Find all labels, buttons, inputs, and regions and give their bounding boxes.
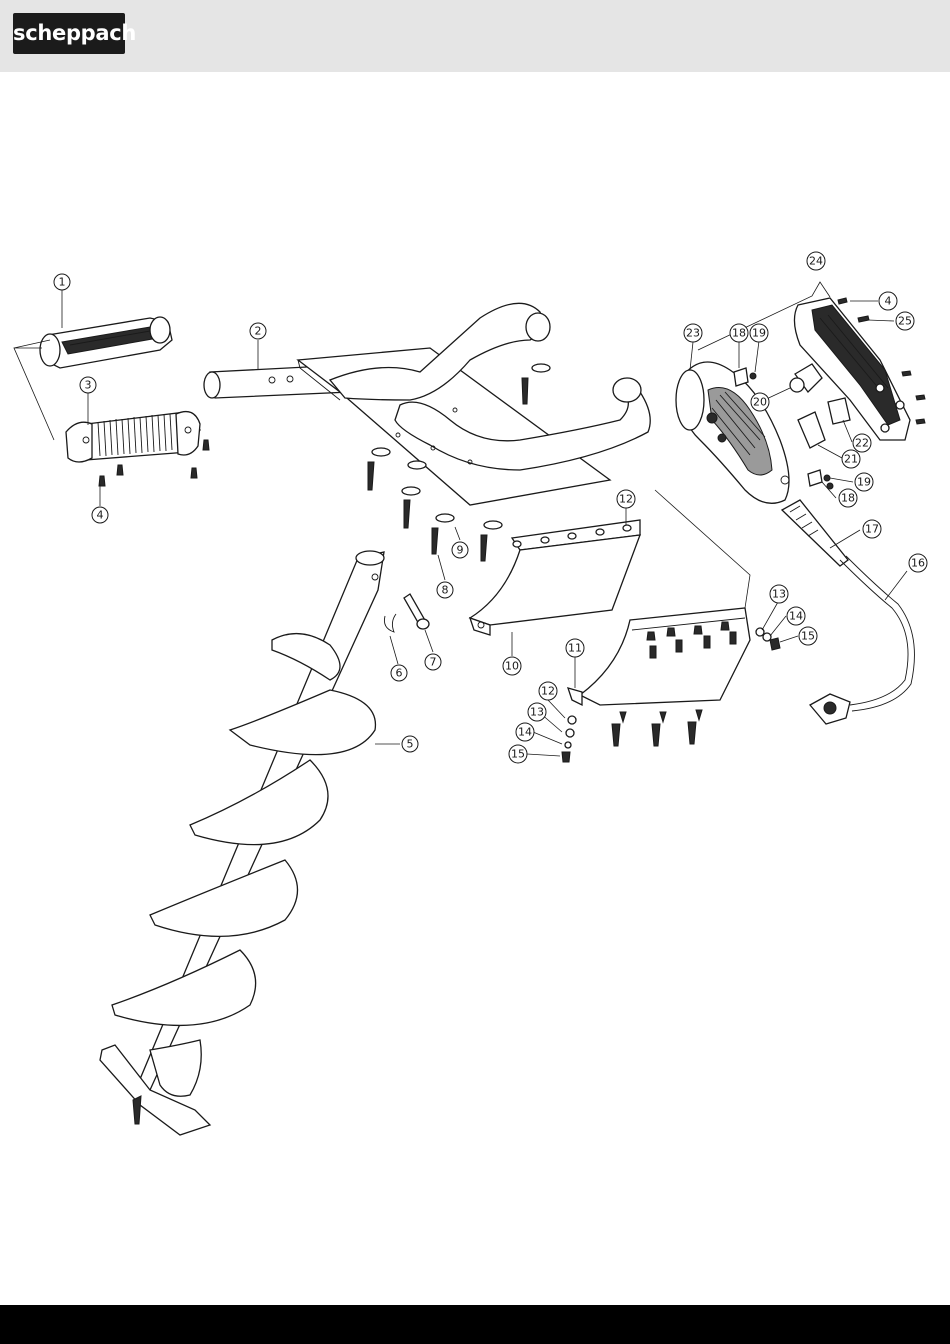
svg-text:6: 6 bbox=[396, 667, 403, 680]
callout-12-bottom: 12 bbox=[539, 682, 557, 700]
svg-text:14: 14 bbox=[518, 726, 532, 739]
callout-14-right: 14 bbox=[787, 607, 805, 625]
svg-text:19: 19 bbox=[857, 476, 871, 489]
svg-text:24: 24 bbox=[809, 255, 823, 268]
callout-19-bottom: 19 bbox=[855, 473, 873, 491]
callout-16: 16 bbox=[909, 554, 927, 572]
callout-2: 2 bbox=[250, 323, 266, 339]
callout-15-left: 15 bbox=[509, 745, 527, 763]
part-auger bbox=[100, 551, 384, 1135]
callout-20: 20 bbox=[751, 393, 769, 411]
bracket-10-11 bbox=[655, 490, 750, 608]
svg-text:5: 5 bbox=[407, 738, 414, 751]
svg-text:16: 16 bbox=[911, 557, 925, 570]
svg-text:22: 22 bbox=[855, 437, 869, 450]
callout-22: 22 bbox=[853, 434, 871, 452]
svg-text:8: 8 bbox=[442, 584, 449, 597]
svg-text:14: 14 bbox=[789, 610, 803, 623]
callout-24: 24 bbox=[807, 252, 825, 270]
svg-text:4: 4 bbox=[97, 509, 104, 522]
part-frame-handlebar bbox=[204, 303, 650, 505]
svg-text:10: 10 bbox=[505, 660, 519, 673]
callout-13-right: 13 bbox=[770, 585, 788, 603]
part-guard-plate-10 bbox=[470, 520, 640, 635]
callout-4-right: 4 bbox=[879, 292, 897, 310]
part-motor-handle bbox=[676, 362, 789, 503]
svg-text:3: 3 bbox=[85, 379, 92, 392]
callout-5: 5 bbox=[402, 736, 418, 752]
callout-1: 1 bbox=[54, 274, 70, 290]
callout-14-left: 14 bbox=[516, 723, 534, 741]
callout-17: 17 bbox=[863, 520, 881, 538]
callout-11: 11 bbox=[566, 639, 584, 657]
callout-23: 23 bbox=[684, 324, 702, 342]
callout-18-top: 18 bbox=[730, 324, 748, 342]
callout-25: 25 bbox=[896, 312, 914, 330]
svg-text:12: 12 bbox=[541, 685, 555, 698]
svg-text:2: 2 bbox=[255, 325, 262, 338]
part-guard-plate-11 bbox=[568, 608, 750, 705]
svg-text:25: 25 bbox=[898, 315, 912, 328]
callout-3: 3 bbox=[80, 377, 96, 393]
callout-13-left: 13 bbox=[528, 703, 546, 721]
svg-text:13: 13 bbox=[772, 588, 786, 601]
svg-text:1: 1 bbox=[59, 276, 66, 289]
callout-12-top: 12 bbox=[617, 490, 635, 508]
footer-bar bbox=[0, 1305, 950, 1344]
svg-text:9: 9 bbox=[457, 544, 464, 557]
callout-7: 7 bbox=[425, 654, 441, 670]
svg-text:7: 7 bbox=[430, 656, 437, 669]
callout-6: 6 bbox=[391, 665, 407, 681]
callout-8: 8 bbox=[437, 582, 453, 598]
part-pin-clip bbox=[384, 594, 429, 632]
part-handle-grip bbox=[40, 317, 172, 368]
svg-text:11: 11 bbox=[568, 642, 582, 655]
svg-text:4: 4 bbox=[885, 295, 892, 308]
svg-text:21: 21 bbox=[844, 453, 858, 466]
svg-text:20: 20 bbox=[753, 396, 767, 409]
callout-18-bottom: 18 bbox=[839, 489, 857, 507]
callout-4: 4 bbox=[92, 507, 108, 523]
svg-text:18: 18 bbox=[732, 327, 746, 340]
svg-text:19: 19 bbox=[752, 327, 766, 340]
svg-text:15: 15 bbox=[801, 630, 815, 643]
svg-text:17: 17 bbox=[865, 523, 879, 536]
callout-9: 9 bbox=[452, 542, 468, 558]
svg-text:18: 18 bbox=[841, 492, 855, 505]
callout-10: 10 bbox=[503, 657, 521, 675]
callout-19-top: 19 bbox=[750, 324, 768, 342]
part-grip-sleeve bbox=[66, 412, 200, 462]
svg-text:23: 23 bbox=[686, 327, 700, 340]
svg-text:12: 12 bbox=[619, 493, 633, 506]
callout-15-right: 15 bbox=[799, 627, 817, 645]
svg-text:15: 15 bbox=[511, 748, 525, 761]
callout-21: 21 bbox=[842, 450, 860, 468]
svg-text:13: 13 bbox=[530, 706, 544, 719]
